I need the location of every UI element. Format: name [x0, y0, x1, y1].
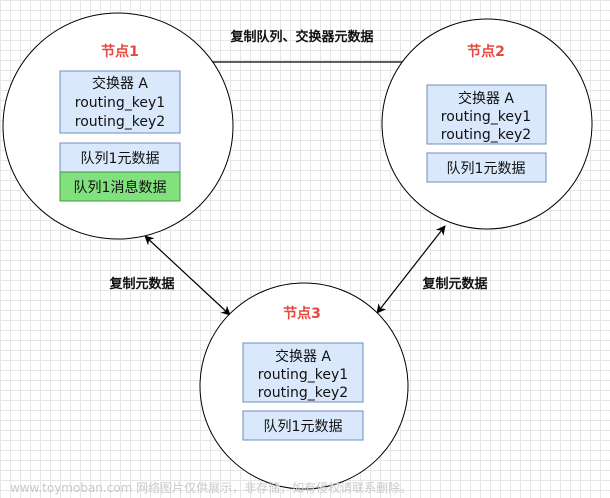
node-3-routing-key1: routing_key1	[258, 367, 348, 383]
node-1-queue-msg-box	[59, 171, 181, 202]
node-3-exchange-box	[242, 342, 364, 403]
edge-node2-node3-label: 复制元数据	[421, 276, 487, 292]
edge-node2-node3: 复制元数据	[376, 225, 488, 314]
node-1-routing-key1: routing_key1	[75, 95, 165, 111]
edge-node1-node3-arrow	[144, 235, 231, 316]
node-1-queue-msg: 队列1消息数据	[74, 179, 167, 196]
node-2-queue-meta: 队列1元数据	[447, 161, 526, 177]
node-1-exchange-name: 交换器 A	[92, 75, 148, 92]
edge-node1-node2: 复制队列、交换器元数据	[194, 29, 414, 67]
edge-node1-node3-label: 复制元数据	[108, 276, 174, 292]
watermark-text: www.toymoban.com 网络图片仅供展示，非存储，如有侵权请联系删除。	[10, 480, 412, 495]
edge-node1-node3: 复制元数据	[108, 235, 231, 316]
node-2-queue-meta-box	[426, 152, 547, 183]
node-1-title: 节点1	[101, 43, 139, 60]
node-1-exchange-box	[59, 70, 181, 134]
node-2: 节点2 交换器 A routing_key1 routing_key2 队列1元…	[381, 18, 593, 230]
node-2-exchange-box	[426, 84, 547, 145]
node-1: 节点1 交换器 A routing_key1 routing_key2 队列1元…	[2, 12, 234, 240]
edge-node2-node3-arrow	[376, 225, 446, 314]
node-3-exchange-name: 交换器 A	[275, 348, 331, 365]
node-3-routing-key2: routing_key2	[258, 385, 348, 401]
node-2-exchange-name: 交换器 A	[458, 90, 514, 107]
node-2-routing-key1: routing_key1	[441, 109, 531, 125]
edge-node1-node2-label: 复制队列、交换器元数据	[229, 29, 373, 45]
node-1-routing-key2: routing_key2	[75, 114, 165, 130]
node-3-queue-meta: 队列1元数据	[264, 419, 343, 435]
node-3-title: 节点3	[283, 305, 321, 322]
node-2-title: 节点2	[467, 43, 505, 60]
node-1-queue-meta: 队列1元数据	[81, 151, 160, 167]
node-3-queue-meta-box	[242, 410, 364, 441]
node-2-routing-key2: routing_key2	[441, 127, 531, 143]
node-3: 节点3 交换器 A routing_key1 routing_key2 队列1元…	[199, 282, 409, 490]
